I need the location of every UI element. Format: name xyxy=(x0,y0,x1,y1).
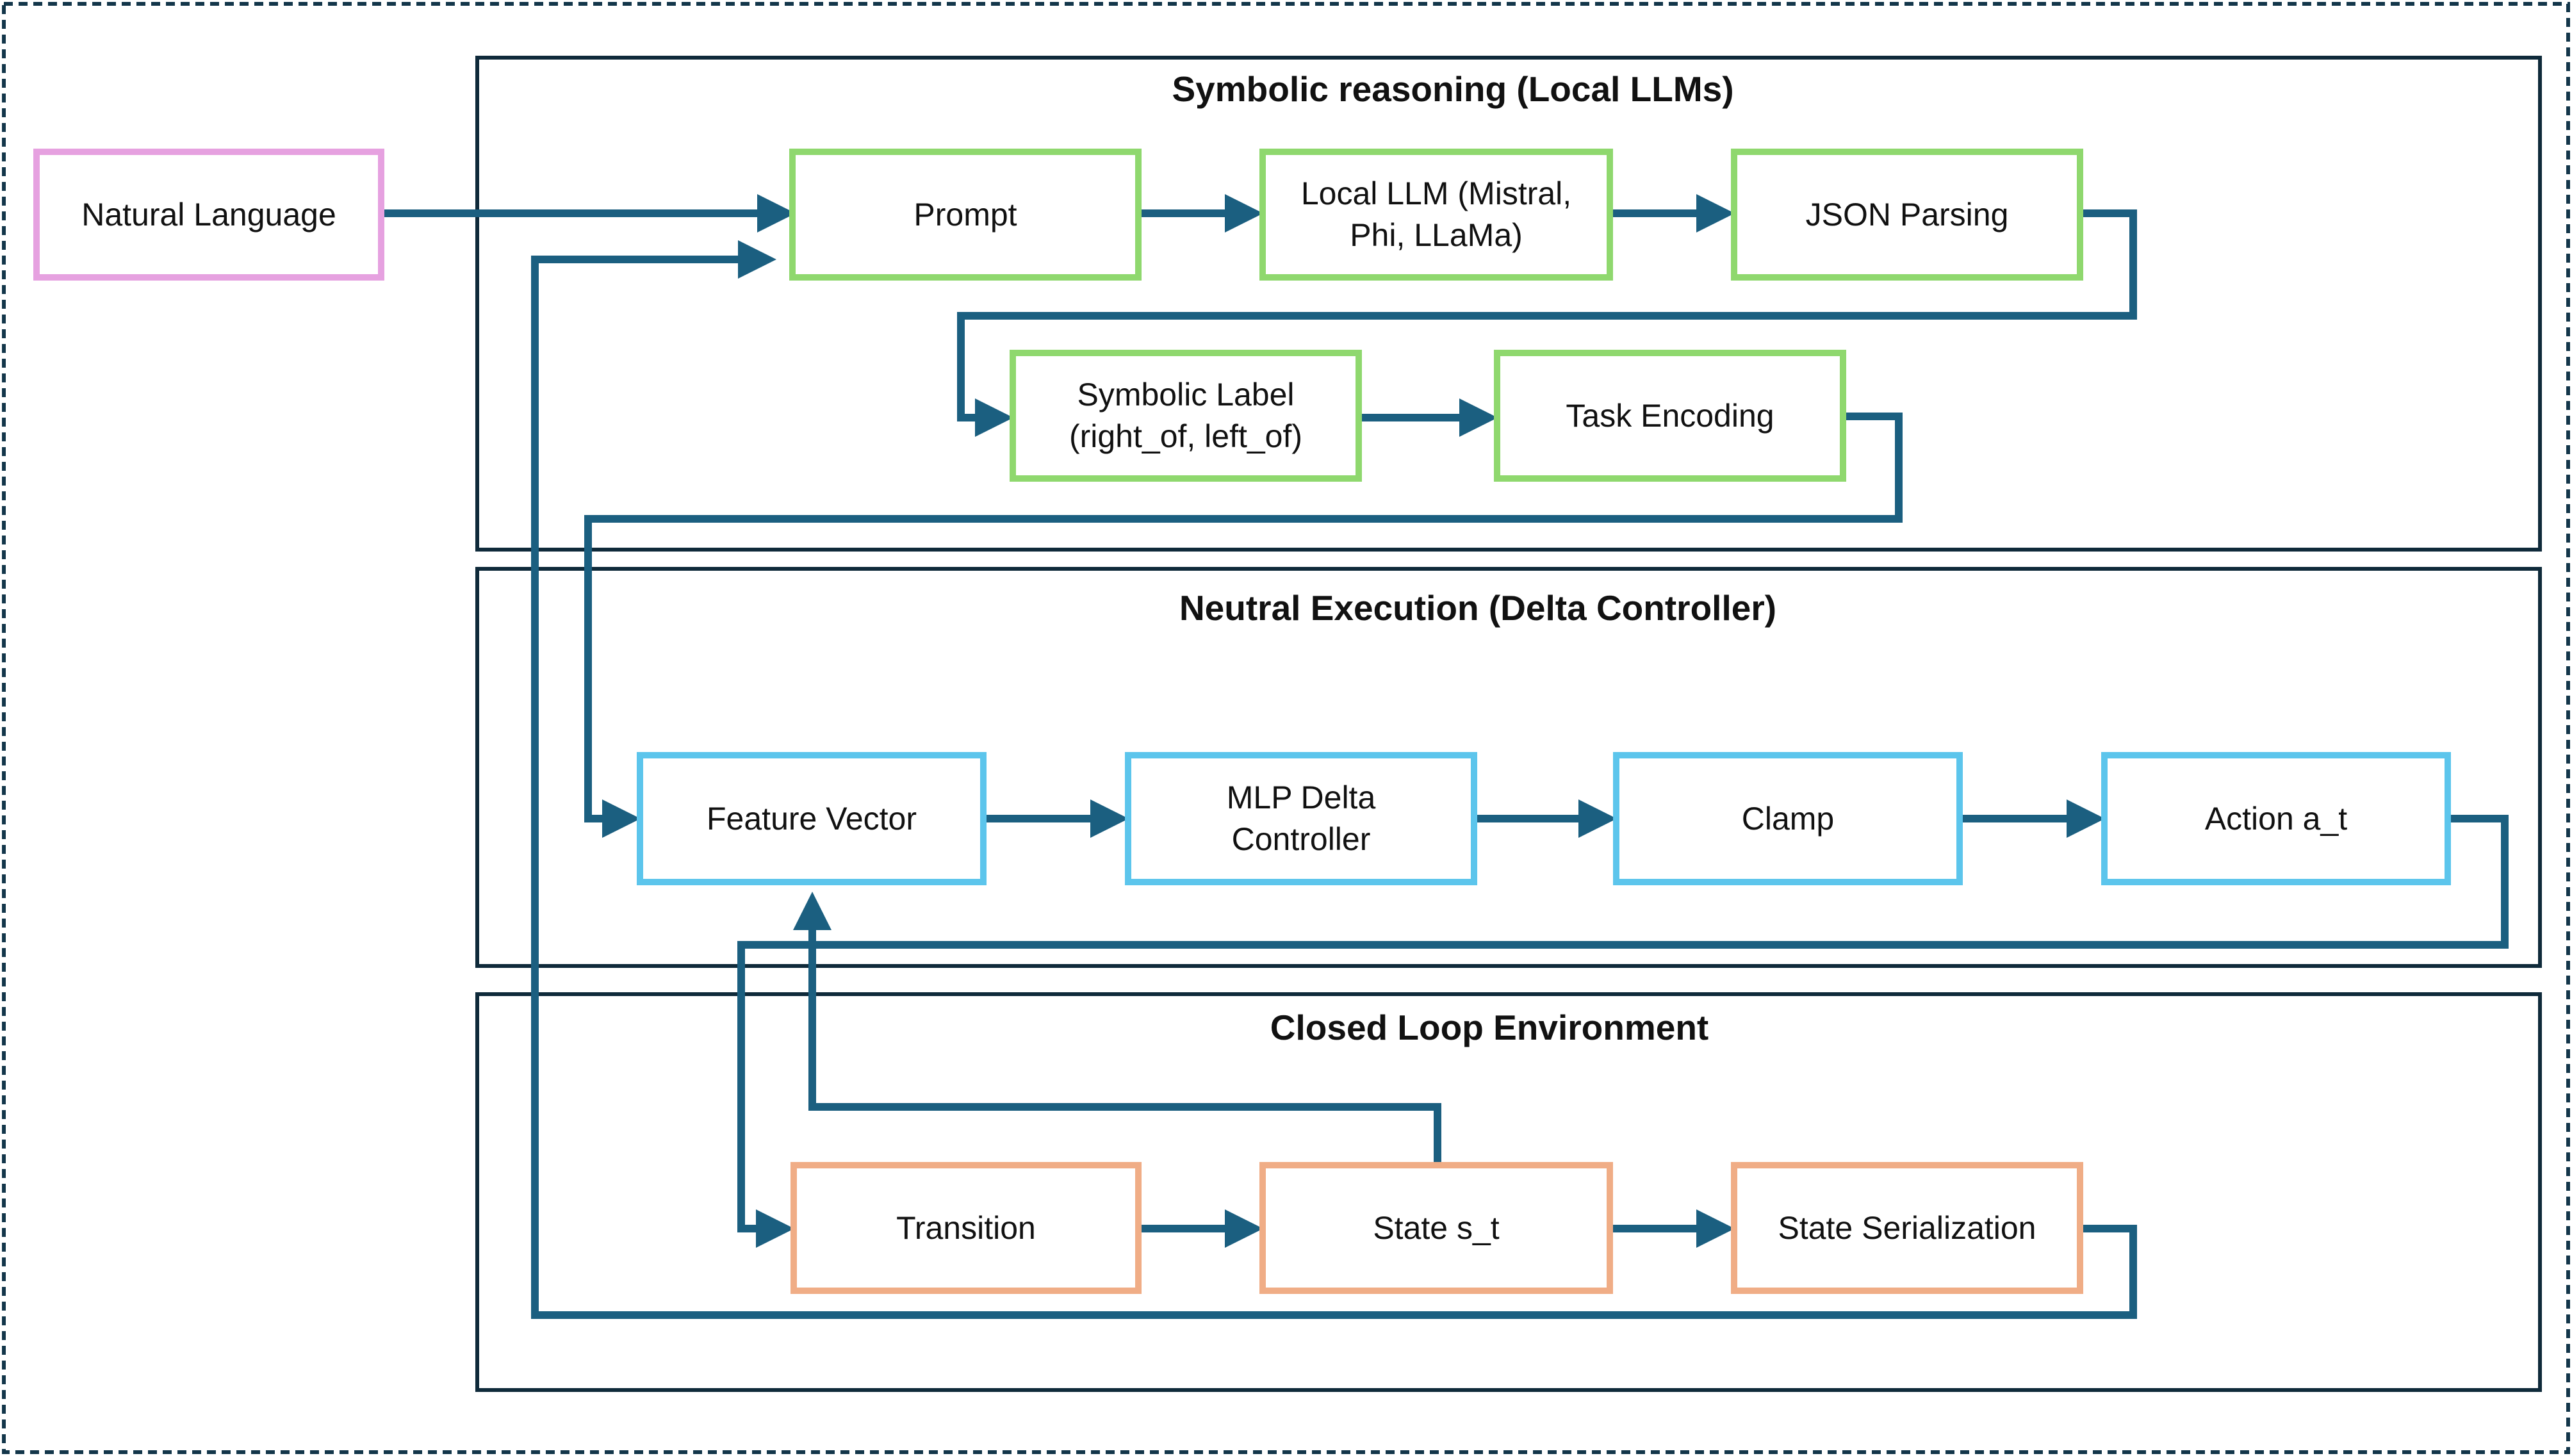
arrow-action-to-transition xyxy=(737,815,2509,1248)
state-serialization-node: State Serialization xyxy=(1731,1162,2083,1294)
group-box-neural xyxy=(475,567,2542,968)
natural-language-node: Natural Language xyxy=(33,149,384,281)
arrow-serialization-to-prompt xyxy=(531,240,2137,1319)
action-node: Action a_t xyxy=(2101,752,2451,885)
clamp-label: Clamp xyxy=(1741,800,1835,837)
mlp-delta-controller-node: MLP Delta Controller xyxy=(1125,752,1477,885)
transition-node: Transition xyxy=(790,1162,1142,1294)
symbolic-label-label: Symbolic Label (right_of, left_of) xyxy=(1069,377,1303,454)
local-llm-node: Local LLM (Mistral, Phi, LLaMa) xyxy=(1259,149,1613,281)
feature-vector-label: Feature Vector xyxy=(707,800,917,837)
group-box-symbolic xyxy=(475,56,2542,552)
group-title-environment: Closed Loop Environment xyxy=(1270,1008,1709,1047)
arrow-state-to-feature-vector xyxy=(793,892,1441,1165)
mlp-delta-controller-label: MLP Delta Controller xyxy=(1226,780,1376,857)
feature-vector-node: Feature Vector xyxy=(637,752,987,885)
task-encoding-node: Task Encoding xyxy=(1494,350,1846,482)
group-box-environment xyxy=(475,992,2542,1392)
group-title-symbolic: Symbolic reasoning (Local LLMs) xyxy=(1172,69,1734,109)
clamp-node: Clamp xyxy=(1613,752,1963,885)
natural-language-label: Natural Language xyxy=(81,196,336,233)
task-encoding-label: Task Encoding xyxy=(1566,397,1774,434)
state-node: State s_t xyxy=(1259,1162,1613,1294)
transition-label: Transition xyxy=(896,1209,1036,1246)
state-serialization-label: State Serialization xyxy=(1778,1209,2036,1246)
local-llm-label: Local LLM (Mistral, Phi, LLaMa) xyxy=(1300,176,1572,253)
arrow-task-encoding-to-feature-vector xyxy=(584,413,1903,838)
arrow-json-parsing-to-symbolic-label xyxy=(957,209,2137,437)
state-label: State s_t xyxy=(1373,1209,1500,1246)
json-parsing-label: JSON Parsing xyxy=(1805,196,2009,233)
symbolic-label-node: Symbolic Label (right_of, left_of) xyxy=(1010,350,1362,482)
group-title-neural: Neutral Execution (Delta Controller) xyxy=(1179,588,1777,628)
action-label: Action a_t xyxy=(2204,800,2348,837)
json-parsing-node: JSON Parsing xyxy=(1731,149,2083,281)
prompt-label: Prompt xyxy=(913,196,1017,233)
prompt-node: Prompt xyxy=(789,149,1142,281)
